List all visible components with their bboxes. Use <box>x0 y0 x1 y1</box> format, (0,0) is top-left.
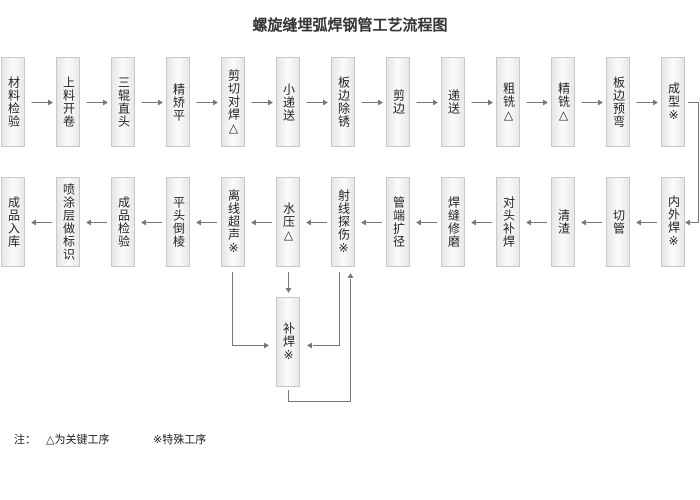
process-label: 材料检验 <box>6 76 21 128</box>
process-label: 补焊※ <box>281 321 296 363</box>
process-box: 上料开卷 <box>56 57 80 147</box>
process-label: 平头倒棱 <box>171 196 186 248</box>
connector-radiography-to-repair <box>313 272 340 346</box>
arrowhead <box>653 99 658 106</box>
arrowhead <box>268 99 273 106</box>
arrowhead <box>306 219 311 226</box>
process-box: 离线超声※ <box>221 177 245 267</box>
process-label: 射线探伤※ <box>336 188 351 256</box>
process-label: 精铣△ <box>556 81 571 123</box>
process-label: 剪切对焊△ <box>226 68 241 136</box>
arrowhead <box>103 99 108 106</box>
arrowhead <box>264 342 269 349</box>
process-label: 对头补焊 <box>501 196 516 248</box>
arrowhead <box>285 288 292 293</box>
arrowhead <box>361 219 366 226</box>
process-label: 三辊直头 <box>116 76 131 128</box>
process-label: 板边除锈 <box>336 76 351 128</box>
process-label: 切管 <box>611 209 626 235</box>
process-box: 清渣 <box>551 177 575 267</box>
arrowhead <box>31 219 36 226</box>
process-label: 粗铣△ <box>501 81 516 123</box>
process-label: 上料开卷 <box>61 76 76 128</box>
process-label: 递送 <box>446 89 461 115</box>
arrowhead <box>581 219 586 226</box>
arrowhead <box>48 99 53 106</box>
arrowhead <box>347 273 354 278</box>
process-label: 小递送 <box>281 82 296 122</box>
chart-title: 螺旋缝埋弧焊钢管工艺流程图 <box>252 16 448 34</box>
arrowhead <box>141 219 146 226</box>
process-box: 射线探伤※ <box>331 177 355 267</box>
process-label: 精矫平 <box>171 82 186 122</box>
process-box: 材料检验 <box>1 57 25 147</box>
process-box: 喷涂层做标识 <box>56 177 80 267</box>
arrowhead <box>416 219 421 226</box>
process-box: 切管 <box>606 177 630 267</box>
arrowhead <box>636 219 641 226</box>
process-box: 管端扩径 <box>386 177 410 267</box>
note-label: 注： <box>14 433 36 446</box>
process-label: 成品入库 <box>6 196 21 248</box>
arrowhead <box>433 99 438 106</box>
process-box: 板边除锈 <box>331 57 355 147</box>
process-box: 成品检验 <box>111 177 135 267</box>
process-box: 水压△ <box>276 177 300 267</box>
arrowhead <box>526 219 531 226</box>
arrowhead <box>158 99 163 106</box>
arrowhead <box>213 99 218 106</box>
process-box: 剪切对焊△ <box>221 57 245 147</box>
note-key-process: △为关键工序 <box>46 433 110 446</box>
process-label: 水压△ <box>281 201 296 243</box>
connector-ultrasonic-to-repair <box>232 272 264 346</box>
process-box: 递送 <box>441 57 465 147</box>
process-label: 喷涂层做标识 <box>61 183 76 261</box>
process-box: 内外焊※ <box>661 177 685 267</box>
process-label: 焊缝修磨 <box>446 196 461 248</box>
arrowhead <box>86 219 91 226</box>
process-box: 粗铣△ <box>496 57 520 147</box>
arrowhead <box>598 99 603 106</box>
process-label: 离线超声※ <box>226 188 241 256</box>
process-label: 成型※ <box>666 81 681 123</box>
process-label: 板边预弯 <box>611 76 626 128</box>
process-box: 焊缝修磨 <box>441 177 465 267</box>
process-box: 板边预弯 <box>606 57 630 147</box>
process-label: 剪边 <box>391 89 406 115</box>
process-box: 对头补焊 <box>496 177 520 267</box>
arrowhead <box>323 99 328 106</box>
process-box: 平头倒棱 <box>166 177 190 267</box>
process-box: 小递送 <box>276 57 300 147</box>
connector-row1-to-row2 <box>688 102 699 223</box>
arrowhead <box>378 99 383 106</box>
process-label: 管端扩径 <box>391 196 406 248</box>
process-box-repair-weld: 补焊※ <box>276 297 300 387</box>
process-box: 成品入库 <box>1 177 25 267</box>
process-box: 成型※ <box>661 57 685 147</box>
connector-repair-to-radiography <box>288 279 351 402</box>
arrowhead <box>307 342 312 349</box>
process-box: 剪边 <box>386 57 410 147</box>
process-box: 精矫平 <box>166 57 190 147</box>
process-label: 内外焊※ <box>666 195 681 249</box>
arrowhead <box>471 219 476 226</box>
arrowhead <box>685 219 690 226</box>
process-box: 三辊直头 <box>111 57 135 147</box>
process-label: 清渣 <box>556 209 571 235</box>
arrowhead <box>251 219 256 226</box>
arrowhead <box>196 219 201 226</box>
note-special-process: ※特殊工序 <box>153 433 207 446</box>
arrowhead <box>543 99 548 106</box>
arrowhead <box>488 99 493 106</box>
process-box: 精铣△ <box>551 57 575 147</box>
process-label: 成品检验 <box>116 196 131 248</box>
